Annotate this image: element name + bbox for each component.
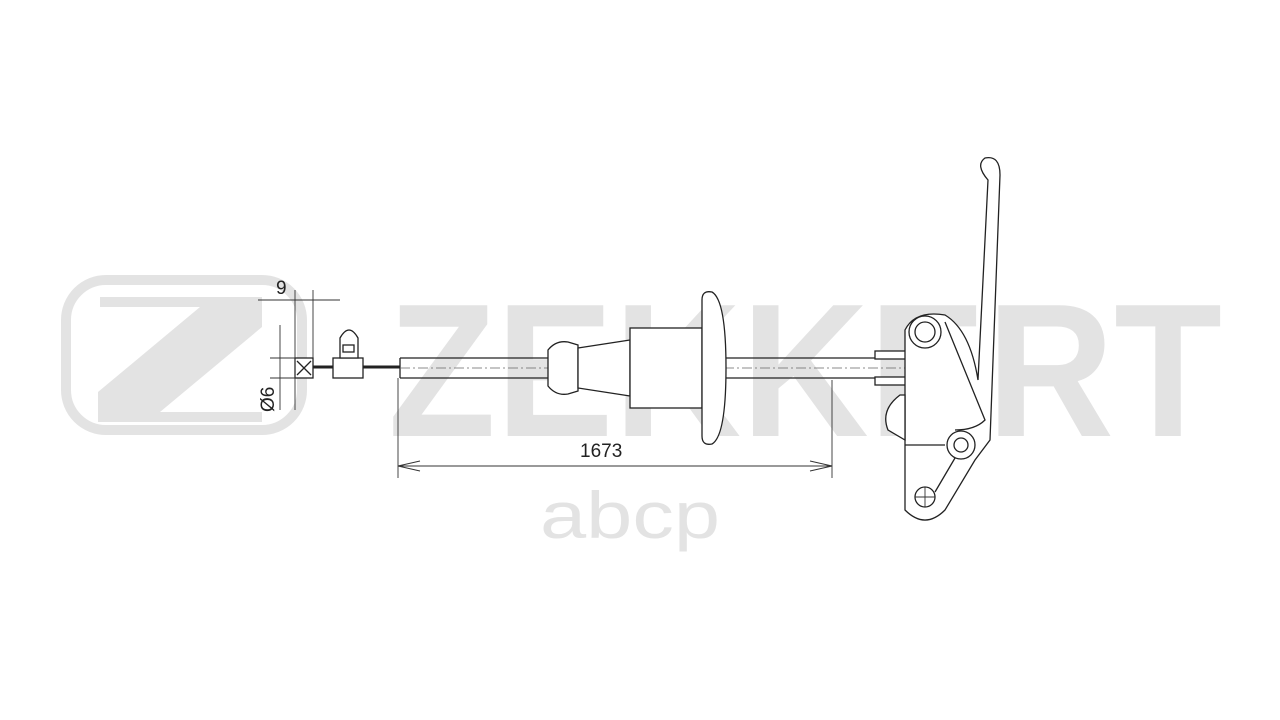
lever-assembly (874, 156, 1001, 521)
dimension-wire-end: 9 Ø6 (258, 278, 340, 412)
watermark-secondary: abcp (540, 478, 720, 552)
watermark-logo: ZEKKERT abcp (61, 265, 1222, 552)
wire-end (294, 329, 400, 379)
dimension-label-1673: 1673 (580, 441, 622, 462)
watermark-brand: ZEKKERT (388, 265, 1222, 477)
dimension-total-length: 1673 (397, 378, 833, 478)
dimension-label-diameter: Ø6 (258, 387, 279, 412)
grommet (547, 291, 727, 445)
dimension-label-9: 9 (276, 278, 287, 299)
